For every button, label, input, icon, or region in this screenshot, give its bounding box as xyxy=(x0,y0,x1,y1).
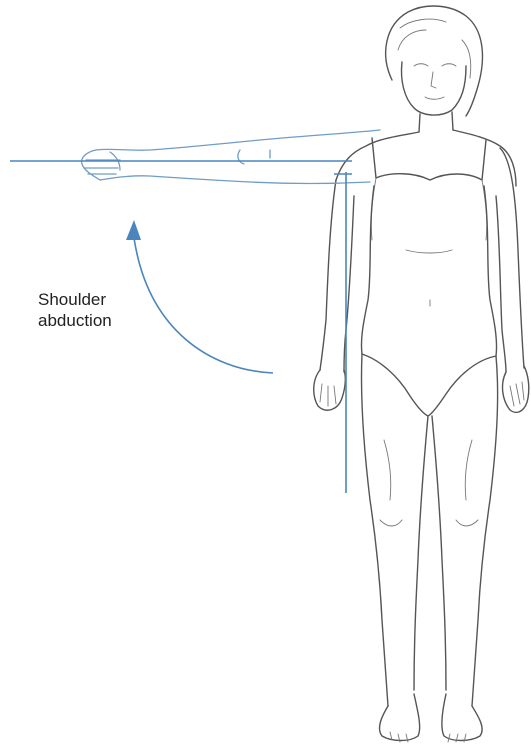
arrow-head xyxy=(126,220,141,240)
raised-arm xyxy=(82,130,380,184)
label-line-1: Shoulder xyxy=(38,289,178,310)
shoulder-abduction-label: Shoulder abduction xyxy=(38,289,178,331)
label-line-2: abduction xyxy=(38,310,178,331)
